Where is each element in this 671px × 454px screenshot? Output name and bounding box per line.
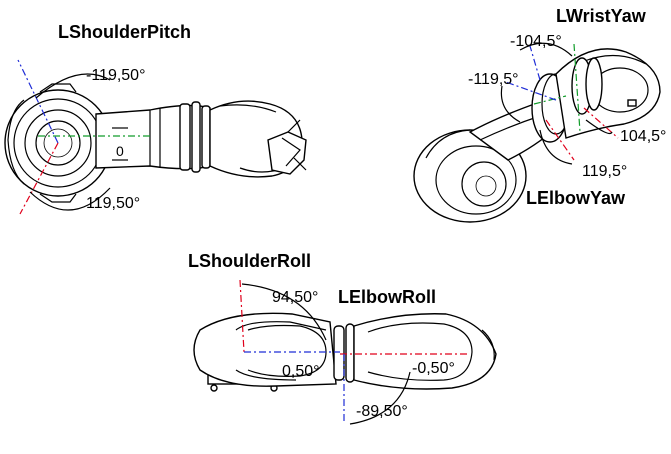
lwristyaw-title: LWristYaw — [556, 6, 647, 26]
lshoulderpitch-arm-drawing — [4, 83, 307, 203]
lelbowroll-zero-label: -0,50° — [412, 360, 455, 377]
lwristyaw-min-label: -104,5° — [510, 33, 562, 50]
lelbowroll-negative-arc — [349, 371, 411, 425]
lwristyaw-lelbowyaw-panel: LWristYaw LElbowYaw — [413, 6, 666, 223]
lelbowroll-min-label: -89,50° — [356, 403, 408, 420]
lelbowyaw-min-label: -119,5° — [468, 71, 519, 88]
lwristyaw-arm-drawing — [413, 48, 661, 223]
lshoulderpitch-title: LShoulderPitch — [58, 22, 191, 42]
lwristyaw-positive-arc — [585, 119, 613, 135]
lshoulderroll-max-label: 94,50° — [272, 289, 318, 306]
lshoulderroll-arm-drawing — [193, 312, 497, 392]
lshoulderroll-positive-axis — [239, 279, 245, 353]
lelbowyaw-negative-arc — [500, 85, 521, 123]
lwristyaw-negative-axis — [505, 81, 557, 101]
lshoulderpitch-min-label: -119,50° — [86, 67, 145, 84]
lshoulderroll-zero-label: 0,50° — [282, 363, 320, 380]
lelbowyaw-negative-axis — [529, 45, 541, 81]
lshoulderpitch-max-label: 119,50° — [86, 195, 140, 212]
lwristyaw-zero-axis — [533, 95, 567, 105]
lelbowyaw-positive-arc — [539, 129, 573, 165]
lshoulderpitch-zero-mark: 0 — [116, 143, 124, 159]
lelbowyaw-title: LElbowYaw — [526, 188, 626, 208]
lwristyaw-negative-arc — [519, 42, 573, 57]
lelbowroll-title: LElbowRoll — [338, 287, 436, 307]
lshoulderroll-title: LShoulderRoll — [188, 251, 311, 271]
lshoulderpitch-panel: LShoulderPitch — [4, 22, 307, 215]
lshoulderpitch-positive-axis — [19, 142, 59, 215]
lshoulderpitch-negative-axis — [17, 59, 59, 144]
lshoulderpitch-negative-arc — [35, 73, 111, 99]
lshoulderroll-lelbowroll-panel: LShoulderRoll LElbowRoll — [188, 251, 497, 425]
lelbowyaw-max-label: 119,5° — [582, 163, 627, 180]
lshoulderpitch-positive-arc — [29, 187, 111, 211]
lelbowyaw-positive-axis — [545, 119, 575, 161]
lshoulderroll-positive-arc — [241, 283, 327, 341]
lwristyaw-max-label: 104,5° — [620, 128, 666, 145]
